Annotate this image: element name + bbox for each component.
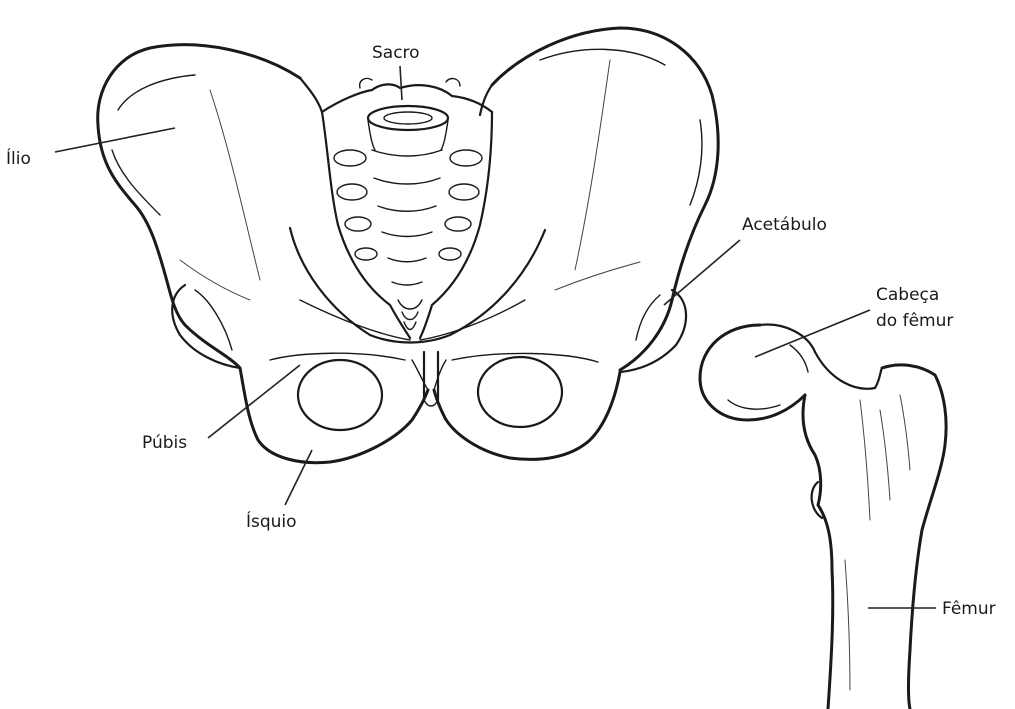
right-pubis-ischium [434, 353, 620, 459]
right-ilium [480, 28, 718, 370]
label-cabeca-line1: Cabeça [876, 285, 939, 305]
label-sacro: Sacro [372, 43, 420, 63]
label-ilio: Ílio [6, 147, 31, 169]
leader-ilio [55, 128, 175, 152]
left-acetabulum [172, 285, 240, 368]
label-femur: Fêmur [942, 599, 996, 619]
label-pubis: Púbis [142, 433, 187, 453]
right-acetabulum [620, 290, 686, 372]
label-isquio: Ísquio [246, 510, 297, 532]
femur [700, 325, 946, 709]
leader-lines [55, 66, 936, 608]
leader-sacro [400, 66, 402, 100]
left-ilium [98, 45, 322, 368]
leader-cabeca [755, 310, 870, 357]
sacrum [322, 78, 492, 338]
labels: Sacro Ílio Acetábulo Cabeça do fêmur Púb… [6, 43, 996, 619]
left-pubis-ischium [240, 353, 428, 462]
pelvic-inlet [290, 228, 545, 343]
label-acetabulo: Acetábulo [742, 215, 827, 235]
leader-acetabulo [664, 240, 740, 305]
label-cabeca-line2: do fêmur [876, 311, 953, 331]
